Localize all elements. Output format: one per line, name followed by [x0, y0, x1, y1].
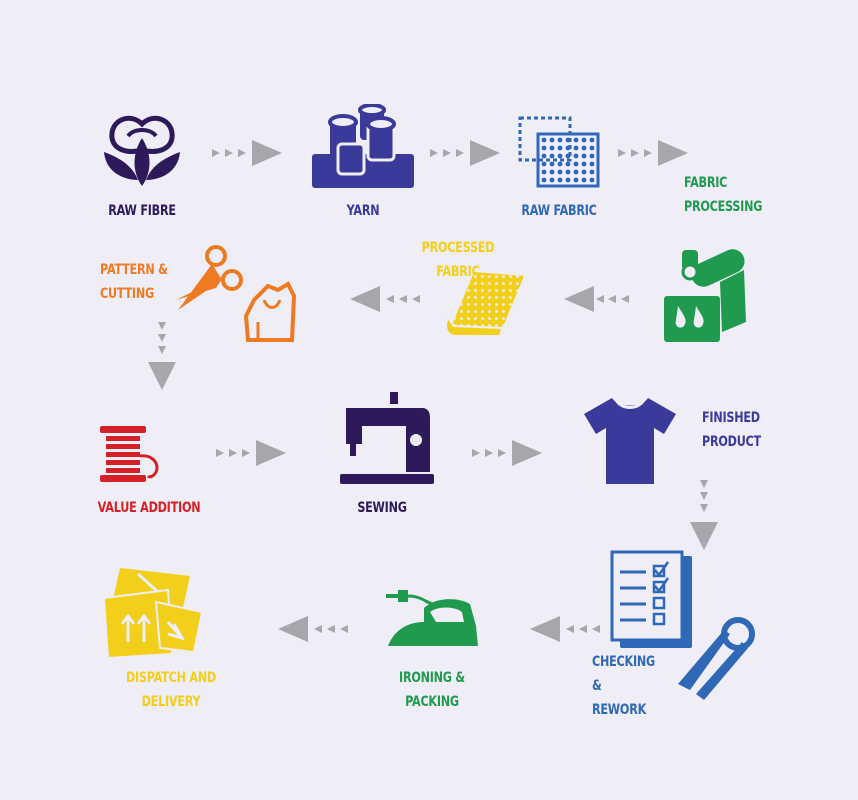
raw-fabric-label: RAW FABRIC: [521, 203, 597, 219]
processed-fabric-label: PROCESSED FABRIC: [421, 240, 495, 280]
scissors-pattern-icon: [172, 240, 304, 346]
finished-product-label: FINISHED PRODUCT: [702, 410, 761, 450]
value-addition-label: VALUE ADDITION: [97, 500, 201, 516]
arrow-right-icon: [472, 438, 546, 468]
folded-fabric-icon: [444, 266, 526, 338]
sewing-label: SEWING: [357, 500, 407, 516]
arrow-right-icon: [430, 138, 504, 168]
shipping-box-icon: [98, 562, 210, 658]
dispatch-delivery-label: DISPATCH AND DELIVERY: [125, 670, 217, 710]
sewing-machine-icon: [336, 392, 436, 486]
fabric-processing-label: FABRIC PROCESSING: [684, 175, 763, 215]
fabric-swatch-icon: [516, 112, 602, 190]
cotton-boll-icon: [96, 108, 188, 190]
checklist-snips-icon: [606, 550, 764, 700]
arrow-left-icon: [274, 614, 348, 644]
arrow-left-icon: [560, 284, 634, 314]
arrow-left-icon: [526, 614, 600, 644]
pattern-cutting-label: PATTERN & CUTTING: [100, 262, 168, 302]
arrow-right-icon: [618, 138, 692, 168]
thread-spool-icon: [100, 426, 162, 482]
yarn-spools-icon: [312, 104, 414, 190]
raw-fibre-label: RAW FIBRE: [108, 203, 176, 219]
iron-icon: [384, 586, 480, 650]
arrow-left-icon: [346, 284, 420, 314]
arrow-right-icon: [212, 138, 286, 168]
arrow-right-icon: [216, 438, 290, 468]
checking-rework-label: CHECKING & REWORK: [592, 654, 655, 718]
tshirt-icon: [582, 396, 678, 486]
ironing-packing-label: IRONING & PACKING: [399, 670, 465, 710]
fabric-roll-dye-icon: [660, 226, 752, 346]
arrow-down-icon: [146, 322, 178, 392]
yarn-label: YARN: [346, 203, 380, 219]
arrow-down-icon: [688, 480, 720, 552]
